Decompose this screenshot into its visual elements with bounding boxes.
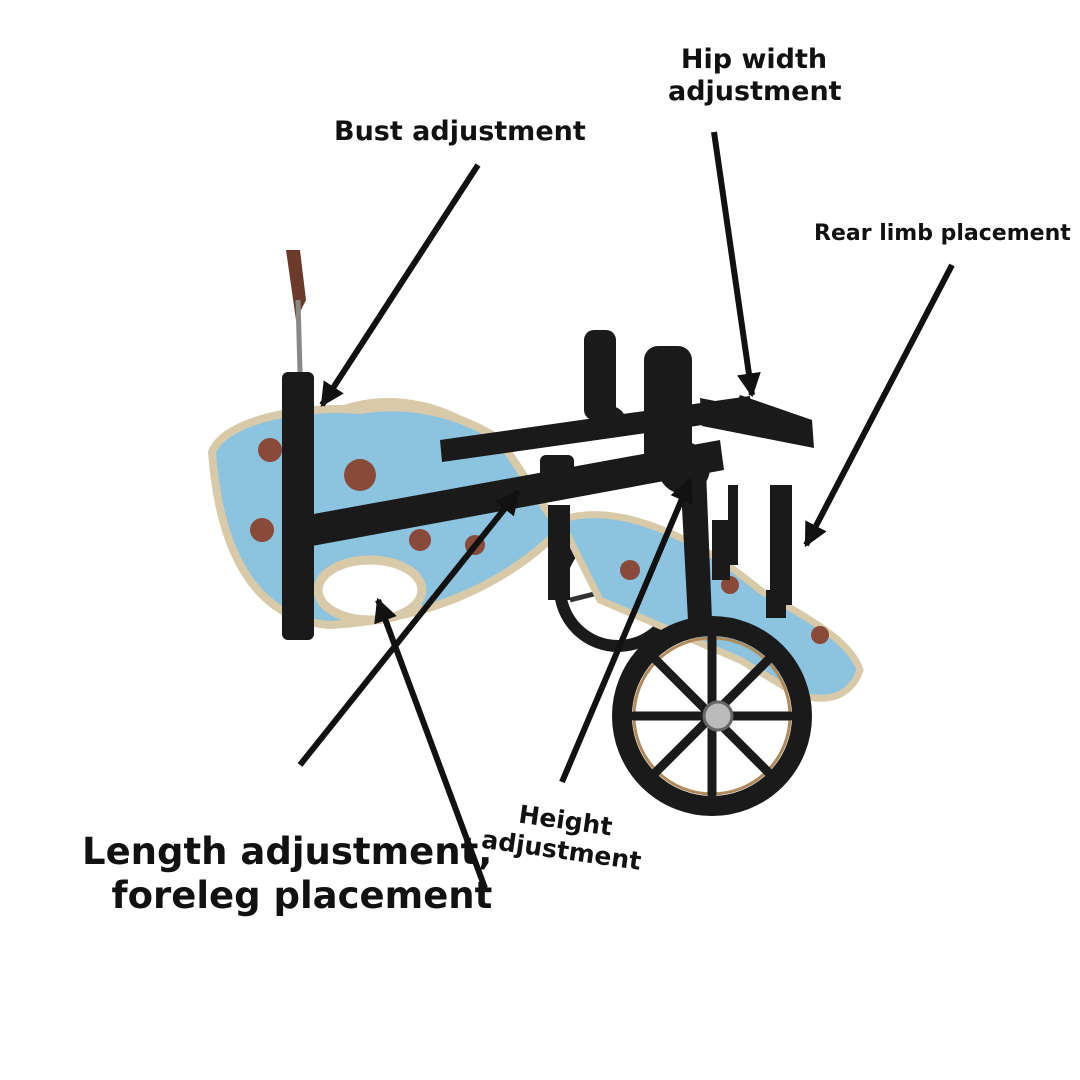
arrow-bust [319, 163, 481, 408]
length-foreleg-label: Length adjustment, foreleg placement [82, 830, 492, 919]
hip-width-line2: adjustment [668, 76, 842, 108]
bust-adjustment-label: Bust adjustment [334, 116, 586, 147]
length-line1: Length adjustment, [82, 830, 493, 873]
arrow-rear-limb [803, 263, 955, 548]
front-sling-strap [286, 250, 306, 373]
arrow-foreleg [374, 597, 488, 890]
rear-limb-placement-label: Rear limb placement [814, 221, 1071, 246]
hip-width-adjustment-label: Hip width adjustment [668, 44, 842, 109]
annotation-arrows [297, 131, 955, 890]
arrow-height [559, 477, 693, 784]
arrow-length [297, 490, 521, 767]
arrow-hip-width [711, 131, 761, 398]
hip-width-line1: Hip width [680, 44, 828, 75]
rear-right-wheel [612, 616, 812, 816]
length-line2: foreleg placement [111, 874, 493, 918]
